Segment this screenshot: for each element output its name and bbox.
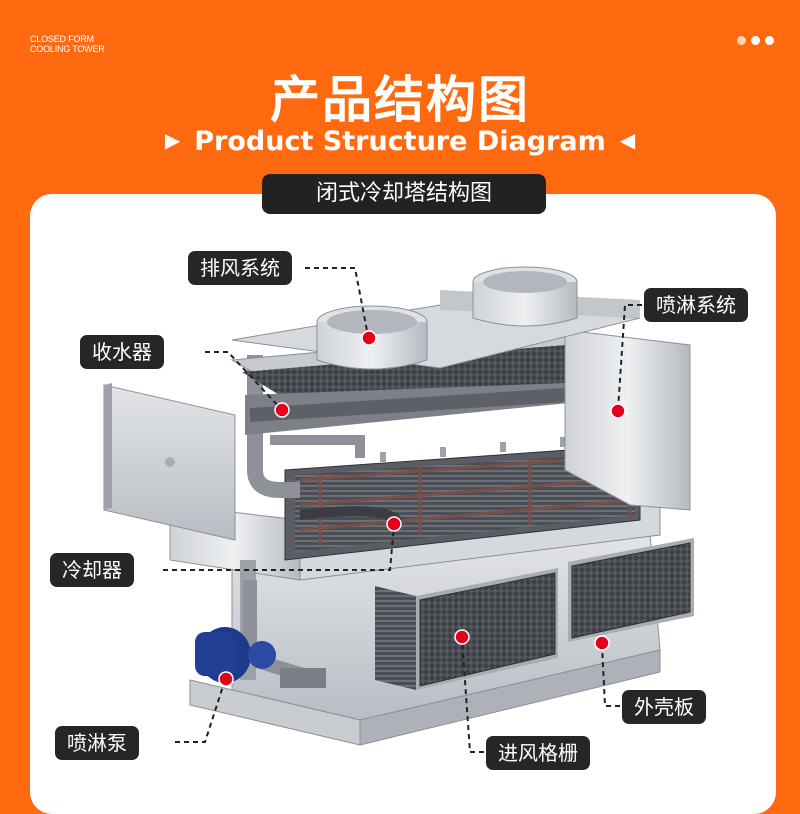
leader-lines xyxy=(163,267,642,753)
dot-icon xyxy=(737,36,746,45)
triangle-left-icon: ◀ xyxy=(619,128,636,152)
marker-dot xyxy=(454,629,470,645)
page-title: 产品结构图 xyxy=(270,71,530,129)
spray-system xyxy=(247,355,566,498)
triangle-right-icon: ▶ xyxy=(164,128,181,152)
page-dots xyxy=(737,36,774,45)
page-subtitle-en: ▶ Product Structure Diagram ◀ xyxy=(0,126,800,157)
marker-dot xyxy=(386,516,402,532)
label-exhaust-system: 排风系统 xyxy=(188,251,292,285)
label-spray-pump: 喷淋泵 xyxy=(55,726,139,760)
marker-dot xyxy=(274,402,290,418)
diagram-title: 闭式冷却塔结构图 xyxy=(262,174,546,214)
label-cooler: 冷却器 xyxy=(50,553,134,587)
english-title: Product Structure Diagram xyxy=(194,126,606,157)
brand-line-1: CLOSED FORM xyxy=(30,34,94,44)
label-drift-collector: 收水器 xyxy=(80,335,164,369)
brand-text: CLOSED FORM COOLING TOWER xyxy=(30,34,105,54)
left-side-panel xyxy=(103,383,236,541)
marker-dot xyxy=(361,330,377,346)
marker-dot xyxy=(218,671,234,687)
label-inlet-grille: 进风格栅 xyxy=(486,736,590,770)
label-spray-system: 喷淋系统 xyxy=(644,288,748,322)
right-side-panel xyxy=(564,329,691,511)
label-shell-panel: 外壳板 xyxy=(622,690,706,724)
brand-line-2: COOLING TOWER xyxy=(30,44,105,54)
dot-icon xyxy=(751,36,760,45)
marker-dot xyxy=(610,403,626,419)
marker-dot xyxy=(594,635,610,651)
spray-pump xyxy=(195,580,326,688)
exhaust-system xyxy=(231,266,641,370)
inlet-grilles xyxy=(375,538,694,690)
dot-icon xyxy=(765,36,774,45)
marker-dots xyxy=(218,330,626,687)
